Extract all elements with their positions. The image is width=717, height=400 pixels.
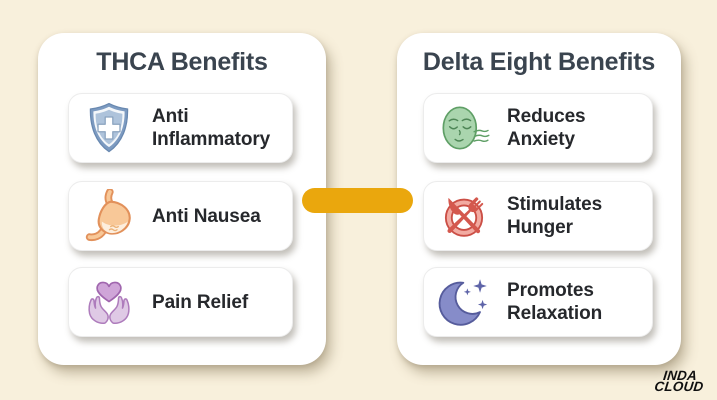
benefit-card-promotes-relaxation: Promotes Relaxation [423, 267, 653, 337]
delta-eight-benefits-panel: Delta Eight Benefits Reduces [397, 33, 681, 365]
benefit-card-pain-relief: Pain Relief [68, 267, 293, 337]
benefit-card-anti-inflammatory: Anti Inflammatory [68, 93, 293, 163]
shield-cross-icon [82, 101, 136, 155]
logo-line-2: CLOUD [653, 378, 705, 394]
indacloud-logo: INDA CLOUD [653, 368, 705, 394]
thca-panel-title: THCA Benefits [96, 48, 268, 76]
benefit-label: Anti Inflammatory [152, 106, 271, 150]
benefit-card-stimulates-hunger: Stimulates Hunger [423, 181, 653, 251]
moon-stars-icon [437, 275, 491, 329]
stomach-icon [82, 189, 136, 243]
benefit-card-anti-nausea: Anti Nausea [68, 181, 293, 251]
benefit-label: Pain Relief [152, 291, 249, 313]
thca-benefits-panel: THCA Benefits Anti Inflammatory [38, 33, 326, 365]
benefit-label: Reduces Anxiety [507, 106, 586, 150]
benefit-card-reduces-anxiety: Reduces Anxiety [423, 93, 653, 163]
calm-face-icon [437, 101, 491, 155]
benefit-label: Stimulates Hunger [507, 194, 603, 238]
delta-eight-panel-title: Delta Eight Benefits [422, 48, 656, 76]
crossed-utensils-icon [437, 189, 491, 243]
benefit-label: Anti Nausea [152, 205, 261, 227]
connector-bar [302, 188, 413, 213]
benefit-label: Promotes Relaxation [507, 280, 603, 324]
hands-heart-icon [82, 275, 136, 329]
